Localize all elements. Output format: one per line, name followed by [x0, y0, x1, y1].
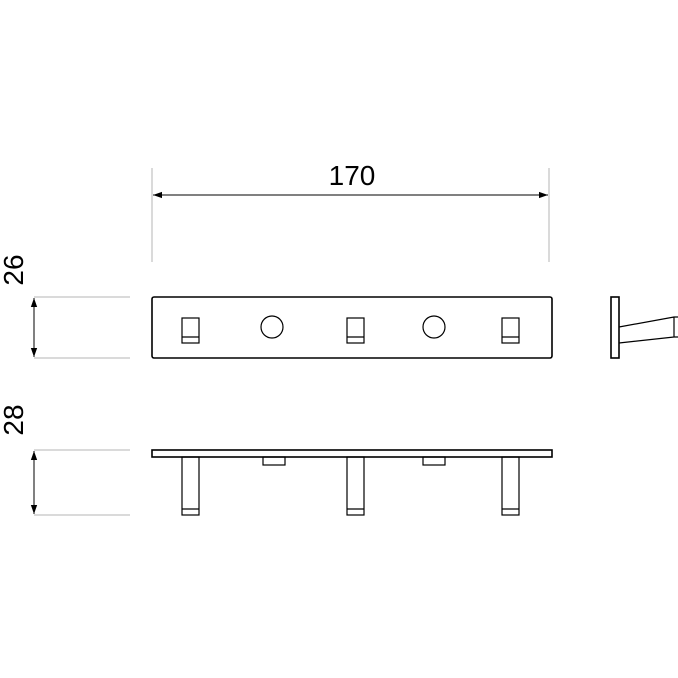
hook-front-2: [346, 317, 365, 344]
screw-hole-1: [260, 315, 284, 339]
depth-dimension: 28: [0, 404, 130, 516]
hook-front-1: [181, 317, 200, 344]
side-view: [610, 296, 678, 359]
width-dimension: 170: [151, 160, 550, 262]
screw-tab-2: [422, 456, 446, 466]
hook-top-body: [181, 456, 200, 516]
depth-label: 28: [0, 404, 29, 435]
hook-front-body: [346, 317, 365, 344]
front-height-label: 26: [0, 254, 29, 285]
front-view: [151, 296, 553, 359]
hook-top-body: [501, 456, 520, 516]
hook-front-body: [501, 317, 520, 344]
front-height-dimension: 26: [0, 254, 130, 359]
width-label: 170: [329, 160, 376, 191]
hook-front-body: [181, 317, 200, 344]
screw-hole-2: [422, 315, 446, 339]
hook-top-1: [181, 456, 200, 516]
top-view: [151, 449, 553, 516]
side-plate: [610, 296, 620, 359]
hook-front-3: [501, 317, 520, 344]
hook-top-body: [346, 456, 365, 516]
hook-top-3: [501, 456, 520, 516]
screw-tab-1: [262, 456, 286, 466]
hook-top-2: [346, 456, 365, 516]
front-plate: [151, 296, 553, 359]
side-hook-profile: [618, 316, 678, 344]
top-plate: [151, 449, 553, 458]
